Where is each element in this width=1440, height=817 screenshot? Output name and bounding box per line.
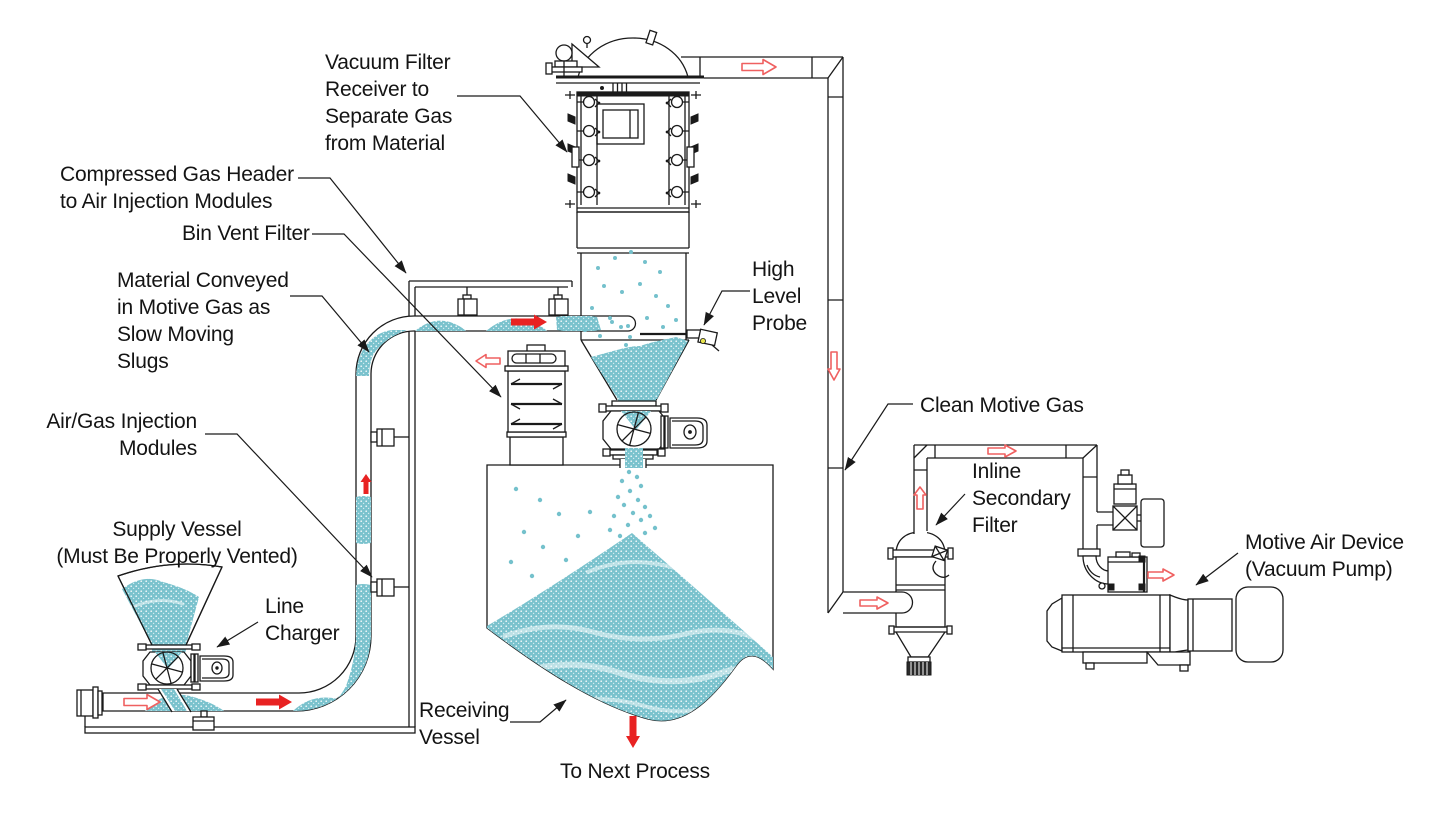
- air-injection-module-vertical-1: [370, 428, 409, 447]
- label-high-level-probe: High: [752, 258, 794, 281]
- flow-arrow-to-next-process-icon: [626, 716, 640, 748]
- vacuum-pump: [1046, 586, 1284, 672]
- ground-line: [84, 726, 416, 734]
- receiver-valve-motor: [660, 415, 708, 449]
- label-receiving-vessel: Receiving: [419, 699, 509, 722]
- labels: Vacuum Filter Receiver to Separate Gas f…: [46, 51, 1404, 783]
- filter-gauge: [930, 545, 949, 562]
- flow-arrows: [123, 58, 1175, 748]
- relief-valve: [1097, 469, 1165, 548]
- receiver-clamps-left: [565, 91, 601, 208]
- label-motive-air-device: (Vacuum Pump): [1245, 558, 1393, 581]
- compressed-gas-header-frame: [408, 280, 573, 727]
- label-high-level-probe: Probe: [752, 312, 807, 335]
- air-injection-module-top-1: [457, 294, 478, 316]
- probe-tip: [700, 337, 707, 344]
- label-compressed-gas-header: Compressed Gas Header: [60, 163, 294, 186]
- label-vacuum-filter-receiver: Vacuum Filter: [325, 51, 451, 74]
- label-air-gas-injection-modules: Air/Gas Injection: [46, 410, 197, 433]
- receiver-rotary-valve: [598, 400, 708, 468]
- label-material-conveyed: in Motive Gas as: [117, 296, 270, 319]
- flow-arrow-hollow-right-icon: [123, 693, 161, 711]
- supply-vessel: [117, 563, 223, 652]
- air-injection-module-vertical-2: [370, 578, 409, 597]
- label-line-charger: Line: [265, 595, 304, 618]
- vacuum-filter-receiver: [545, 29, 704, 401]
- label-material-conveyed: Slugs: [117, 350, 169, 373]
- label-bin-vent-filter: Bin Vent Filter: [182, 222, 310, 245]
- label-vacuum-filter-receiver: Separate Gas: [325, 105, 452, 128]
- label-vacuum-filter-receiver: from Material: [325, 132, 445, 155]
- pipe-inlet-hardware: [76, 686, 103, 727]
- receiver-top-fitting: [545, 29, 658, 77]
- receiver-dome: [577, 37, 689, 78]
- bin-vent-louvers: [510, 378, 563, 430]
- line-charger-discharge: [157, 688, 192, 713]
- dome-handle: [645, 29, 658, 46]
- falling-material-dots: [508, 469, 658, 579]
- label-supply-vessel: Supply Vessel: [112, 518, 241, 541]
- relief-valve-disc: [1140, 498, 1165, 548]
- label-to-next-process: To Next Process: [560, 760, 710, 783]
- flow-arrow-hollow-right-icon: [987, 444, 1017, 458]
- flow-arrow-hollow-right-icon: [1147, 568, 1175, 582]
- flow-arrow-solid-up-icon: [360, 474, 372, 494]
- receiver-sight-glass: [596, 103, 645, 145]
- label-material-conveyed: Material Conveyed: [117, 269, 289, 292]
- cone-material-dots: [583, 250, 678, 347]
- label-air-gas-injection-modules: Modules: [119, 437, 197, 460]
- high-level-probe: [640, 328, 720, 352]
- bin-vent-filter: [504, 344, 569, 466]
- flow-arrow-hollow-up-icon: [913, 486, 927, 510]
- inline-secondary-filter: [843, 445, 954, 676]
- label-high-level-probe: Level: [752, 285, 801, 308]
- label-compressed-gas-header: to Air Injection Modules: [60, 190, 272, 213]
- receiver-handle-left: [571, 146, 580, 168]
- receiver-clamps-right: [665, 91, 701, 208]
- flow-arrow-hollow-right-icon: [859, 596, 889, 610]
- receiver-valve-spout: [619, 448, 647, 468]
- label-inline-secondary-filter: Inline: [972, 460, 1021, 483]
- flow-arrow-hollow-left-icon: [475, 353, 501, 369]
- label-inline-secondary-filter: Secondary: [972, 487, 1071, 510]
- pump-inlet-assembly: [1077, 548, 1148, 593]
- flow-arrow-solid-right-icon: [511, 314, 547, 330]
- pump-motor: [1235, 586, 1284, 663]
- label-material-conveyed: Slow Moving: [117, 323, 234, 346]
- label-inline-secondary-filter: Filter: [972, 514, 1018, 537]
- air-injection-module-bottom: [192, 710, 215, 731]
- exhaust-pipe: [681, 56, 844, 614]
- flow-arrow-hollow-down-icon: [827, 351, 841, 381]
- flow-arrow-solid-right-icon: [256, 694, 292, 710]
- label-clean-motive-gas: Clean Motive Gas: [920, 394, 1084, 417]
- line-charger-motor: [190, 653, 234, 683]
- label-line-charger: Charger: [265, 622, 340, 645]
- label-supply-vessel: (Must Be Properly Vented): [56, 545, 297, 568]
- label-motive-air-device: Motive Air Device: [1245, 531, 1404, 554]
- line-charger: [137, 643, 234, 713]
- leader-lines: [205, 95, 1239, 723]
- label-receiving-vessel: Vessel: [419, 726, 480, 749]
- flow-arrow-hollow-right-icon: [741, 58, 777, 76]
- label-vacuum-filter-receiver: Receiver to: [325, 78, 429, 101]
- receiver-handle-right: [686, 146, 695, 168]
- air-injection-module-top-2: [548, 294, 569, 316]
- receiving-vessel: [486, 464, 774, 722]
